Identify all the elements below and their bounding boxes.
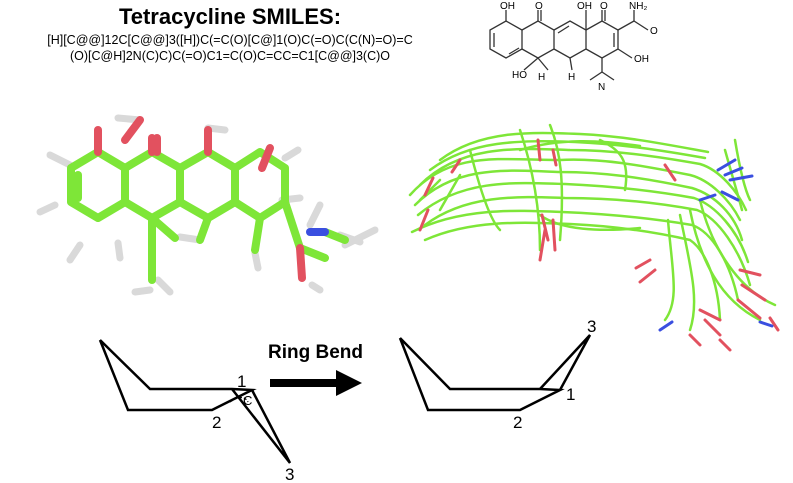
formula-n: N <box>598 82 605 93</box>
chair-left <box>98 339 292 464</box>
chair-left-label-3: 3 <box>285 465 294 483</box>
formula-oh-2: OH <box>577 1 592 12</box>
structural-formula <box>489 10 649 81</box>
formula-h-2: H <box>538 72 545 83</box>
chair-left-atom-c: C <box>243 393 252 408</box>
conformer-stick-model <box>36 114 379 296</box>
smiles-line-1: [H][C@@]12C[C@@]3([H])C(=C(O)[C@]1(O)C(=… <box>47 33 413 47</box>
formula-ho: HO <box>512 70 527 81</box>
chair-left-label-1: 1 <box>237 372 246 391</box>
chair-right <box>398 334 592 412</box>
formula-o-2: O <box>600 1 608 12</box>
formula-oh-1: OH <box>500 1 515 12</box>
chair-right-label-2: 2 <box>513 413 522 432</box>
ring-bend-arrow <box>270 370 362 396</box>
conformer-ensemble <box>408 123 780 352</box>
chair-right-label-3: 3 <box>587 317 596 336</box>
formula-nh2: NH₂ <box>629 1 647 12</box>
formula-o-3: O <box>650 26 658 37</box>
ring-bend-label: Ring Bend <box>268 342 363 363</box>
smiles-line-2: (O)[C@H]2N(C)C)C(=O)C1=C(O)C=CC=C1[C@@]3… <box>69 49 391 63</box>
title: Tetracycline SMILES: <box>118 4 342 29</box>
chair-right-label-1: 1 <box>566 385 575 404</box>
chair-left-label-2: 2 <box>212 413 221 432</box>
formula-oh-3: OH <box>634 54 649 65</box>
formula-o-1: O <box>535 1 543 12</box>
formula-h-1: H <box>568 72 575 83</box>
